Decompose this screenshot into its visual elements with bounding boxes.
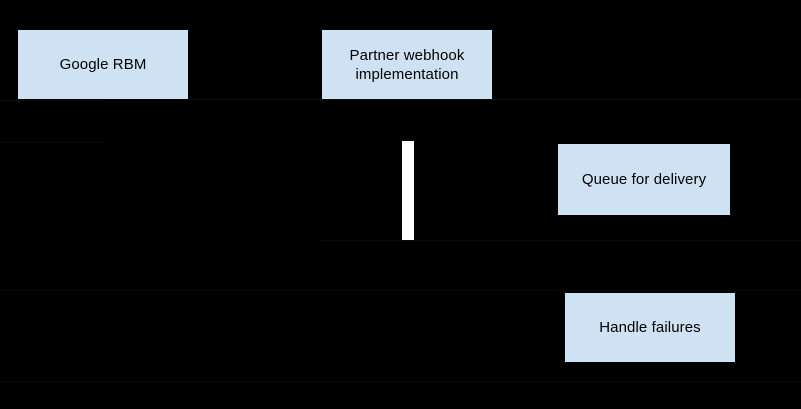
connector-lifeline-bar bbox=[402, 141, 414, 240]
node-queue-for-delivery[interactable]: Queue for delivery bbox=[558, 144, 730, 215]
node-handle-failures[interactable]: Handle failures bbox=[565, 293, 735, 362]
node-partner-webhook-label: Partner webhook implementation bbox=[349, 46, 465, 83]
guide-line-footer bbox=[0, 381, 801, 382]
node-handle-failures-label: Handle failures bbox=[599, 319, 701, 336]
node-google-rbm[interactable]: Google RBM bbox=[18, 30, 188, 99]
guide-line-mid-lower bbox=[320, 240, 801, 241]
guide-line-left-lower bbox=[0, 142, 104, 143]
node-partner-webhook[interactable]: Partner webhook implementation bbox=[322, 30, 492, 99]
guide-line-left-upper bbox=[0, 100, 104, 101]
guide-line-right-upper bbox=[190, 99, 801, 100]
guide-line-bottom bbox=[0, 290, 801, 291]
node-google-rbm-label: Google RBM bbox=[59, 56, 147, 73]
node-queue-for-delivery-label: Queue for delivery bbox=[581, 171, 707, 188]
